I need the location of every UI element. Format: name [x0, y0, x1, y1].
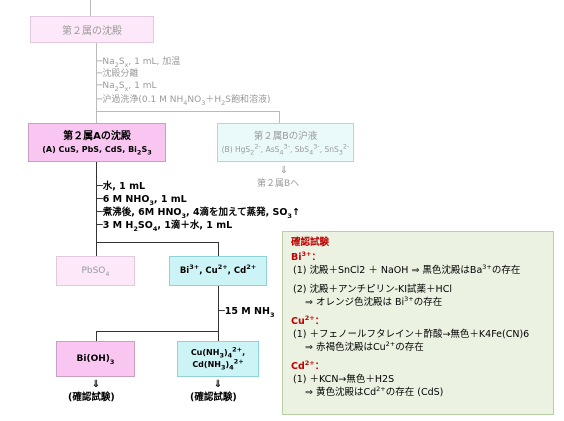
connector-bioh3-down [96, 331, 97, 341]
cd-test-1: (1) ＋KCN→無色＋H2S [293, 374, 395, 385]
step-group2a-1-text: 水, 1 mL [102, 181, 146, 192]
step-group2-3: ─Na2Sx, 1 mL [97, 81, 157, 93]
bi-cu-cd-box: Bi3+, Cu2+, Cd2+ [169, 256, 267, 286]
step-group2a-2: ─6 M NHO3, 1 mL [97, 194, 187, 207]
step-group2-4: ─沪過洗浄(0.1 M NH4NO3＋H2S飽和溶液) [97, 95, 271, 107]
cu-ion-heading: Cu2+： [291, 313, 325, 327]
group2a-precipitate-box: 第２属Aの沈殿 (A) CuS, PbS, CdS, Bi2S3 [28, 123, 166, 162]
bioh3-confirm-text: (確認試験) [68, 392, 115, 403]
step-group2-1: ─Na2Sx, 1 mL, 加温 [97, 57, 181, 69]
cucd-confirm-label: (確認試験) [190, 392, 237, 404]
connector-cucd-down [218, 331, 219, 341]
step-group2a-1: ─水, 1 mL [97, 181, 146, 192]
cu-cd-ammine-label: Cu(NH3)42+,Cd(NH3)42+ [190, 345, 246, 372]
step-nh3: ─15 M NH3 [219, 306, 275, 319]
step-group2a-2-text: 6 M NHO3, 1 mL [102, 194, 187, 207]
group2b-title: 第２属Bの沪液 [253, 130, 318, 142]
connector-pbso4-down [96, 242, 97, 256]
step-group2a-4: ─3 M H2SO4, 1滴＋水, 1 mL [97, 220, 233, 233]
connector-split2 [96, 331, 218, 332]
group2b-arrow: ⇓ [279, 165, 289, 176]
connector-nh3 [218, 286, 219, 331]
connector-a-down [96, 162, 97, 242]
bioh3-label: Bi(OH)3 [76, 354, 115, 366]
group2-precipitate-label: 第２属の沈殿 [62, 26, 122, 37]
bi-test-2: (2) 沈殿＋アンチピリン-KI試薬＋HCl [293, 284, 452, 295]
cd-ion-heading: Cd2+： [291, 358, 325, 372]
connector-b-down [279, 111, 280, 123]
confirmation-title: 確認試験 [291, 237, 330, 248]
cu-test-1-result: ⇒ 赤褐色沈殿はCu2+の存在 [305, 339, 424, 353]
cucd-confirm-text: (確認試験) [190, 392, 237, 403]
step-group2-2-text: 沈殿分離 [102, 69, 139, 79]
bi-test-2-result: ⇒ オレンジ色沈殿は Bi3+の存在 [305, 294, 443, 308]
group2a-formulas: (A) CuS, PbS, CdS, Bi2S3 [42, 144, 152, 157]
bioh3-arrow: ⇓ [91, 379, 101, 390]
pbso4-label: PbSO4 [81, 266, 110, 278]
step-group2-2: ─沈殿分離 [97, 69, 139, 79]
connector-bicucd-down [218, 242, 219, 256]
cd-test-1-result: ⇒ 黄色沈殿はCd2+の存在 (CdS) [305, 384, 444, 398]
cu-test-1: (1) ＋フェノールフタレイン＋酢酸→無色＋K4Fe(CN)6 [293, 329, 530, 340]
connector-split [96, 242, 218, 243]
step-group2a-3-text: 煮沸後, 6M HNO3, 4滴を加えて蒸発, SO3↑ [102, 207, 300, 220]
group2b-next-text: 第２属Bへ [257, 179, 300, 189]
bioh3-box: Bi(OH)3 [56, 341, 135, 377]
bi-cu-cd-label: Bi3+, Cu2+, Cd2+ [179, 263, 257, 276]
connector-branch-b [96, 111, 279, 112]
pbso4-box: PbSO4 [56, 256, 135, 286]
bi-ion-heading: Bi3+： [291, 249, 321, 263]
step-group2-4-text: 沪過洗浄(0.1 M NH4NO3＋H2S飽和溶液) [102, 95, 271, 107]
cu-cd-ammine-box: Cu(NH3)42+,Cd(NH3)42+ [177, 341, 259, 377]
step-group2-3-text: Na2Sx, 1 mL [102, 81, 157, 93]
group2-precipitate-box: 第２属の沈殿 [30, 16, 154, 43]
step-group2a-4-text: 3 M H2SO4, 1滴＋水, 1 mL [102, 220, 233, 233]
bi-test-1: (1) 沈殿＋SnCl2 ＋ NaOH ⇒ 黒色沈殿はBa3+の存在 [293, 262, 521, 276]
group2a-title: 第２属Aの沈殿 [63, 130, 131, 142]
group2b-filtrate-box: 第２属Bの沪液 (B) HgS22-, AsS43-, SbS43-, SnS3… [217, 123, 354, 162]
confirmation-test-box: 確認試験 Bi3+： (1) 沈殿＋SnCl2 ＋ NaOH ⇒ 黒色沈殿はBa… [282, 231, 554, 415]
step-group2-1-text: Na2Sx, 1 mL, 加温 [102, 57, 181, 69]
bioh3-confirm-label: (確認試験) [68, 392, 115, 404]
group2b-formulas: (B) HgS22-, AsS43-, SbS43-, SnS32- [221, 142, 350, 156]
group2b-next: 第２属Bへ [257, 178, 299, 190]
step-group2a-3: ─煮沸後, 6M HNO3, 4滴を加えて蒸発, SO3↑ [97, 207, 300, 220]
connector-main-upper [96, 43, 97, 123]
cucd-arrow: ⇓ [213, 379, 223, 390]
step-nh3-text: 15 M NH3 [224, 306, 275, 319]
connector-top [90, 0, 91, 16]
